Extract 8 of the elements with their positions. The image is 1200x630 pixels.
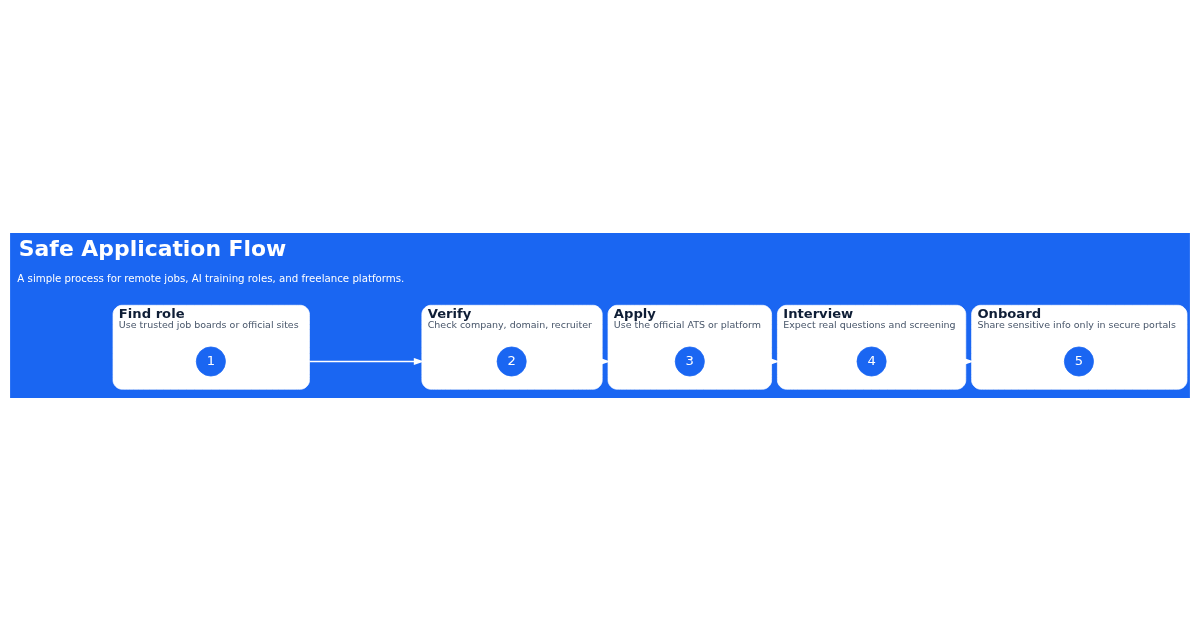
diagram-title: Safe Application Flow bbox=[18, 235, 287, 261]
node-circle: 2 bbox=[496, 346, 527, 376]
node-circle: 3 bbox=[674, 346, 705, 376]
node-circle: 4 bbox=[856, 346, 887, 376]
arrow bbox=[308, 357, 425, 365]
label: A simple process for remote jobs, AI training roles, and freelance platforms. bbox=[17, 272, 405, 284]
node-circle: 5 bbox=[1063, 346, 1094, 376]
node-circle: 1 bbox=[195, 346, 226, 376]
